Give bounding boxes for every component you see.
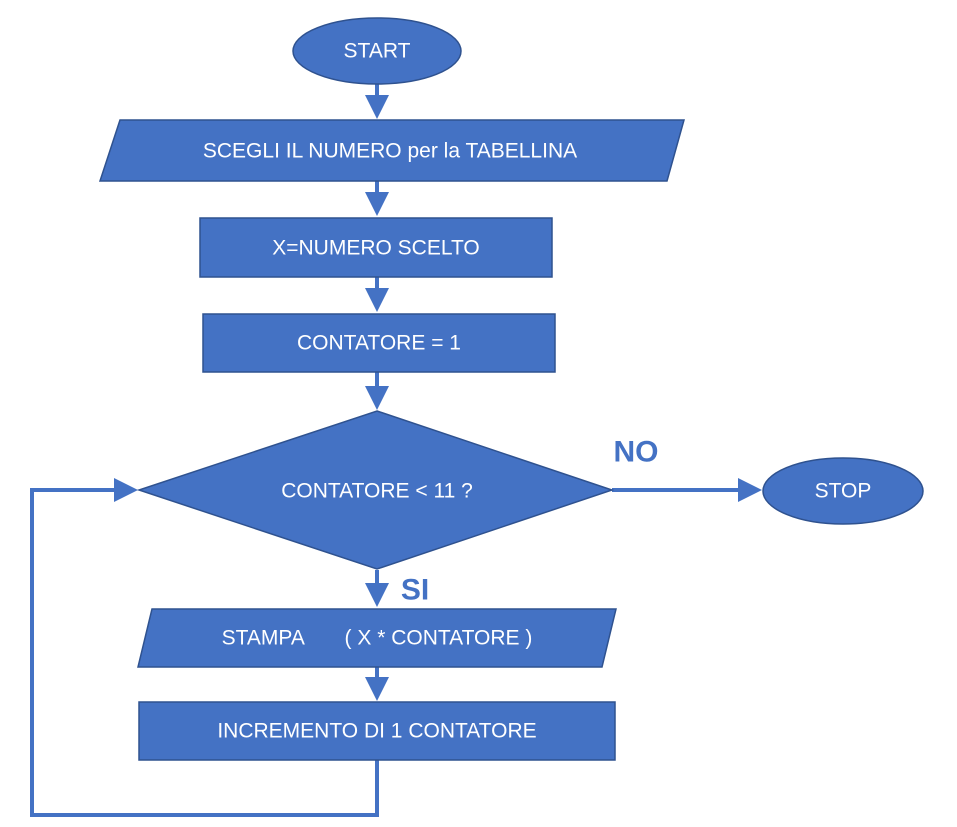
connector-loop-back — [30, 478, 379, 817]
condition-decision — [136, 410, 615, 570]
print-label: STAMPA ( X * CONTATORE ) — [222, 627, 533, 650]
branch-no-label: NO — [614, 436, 659, 469]
init-counter-process — [202, 313, 556, 373]
increment-process — [138, 701, 616, 761]
branch-yes-label: SI — [401, 574, 429, 607]
stop-terminator — [762, 457, 924, 525]
assign-x-process — [199, 217, 553, 278]
assign-x-label: X=NUMERO SCELTO — [272, 237, 480, 260]
start-label: START — [344, 40, 411, 63]
input-number-parallelogram — [98, 119, 685, 182]
stop-label: STOP — [815, 480, 872, 503]
init-counter-label: CONTATORE = 1 — [297, 332, 461, 355]
start-terminator — [292, 17, 462, 85]
increment-label: INCREMENTO DI 1 CONTATORE — [217, 720, 536, 743]
print-parallelogram — [137, 608, 617, 668]
condition-label: CONTATORE < 11 ? — [281, 480, 473, 503]
input-number-label: SCEGLI IL NUMERO per la TABELLINA — [203, 140, 577, 163]
